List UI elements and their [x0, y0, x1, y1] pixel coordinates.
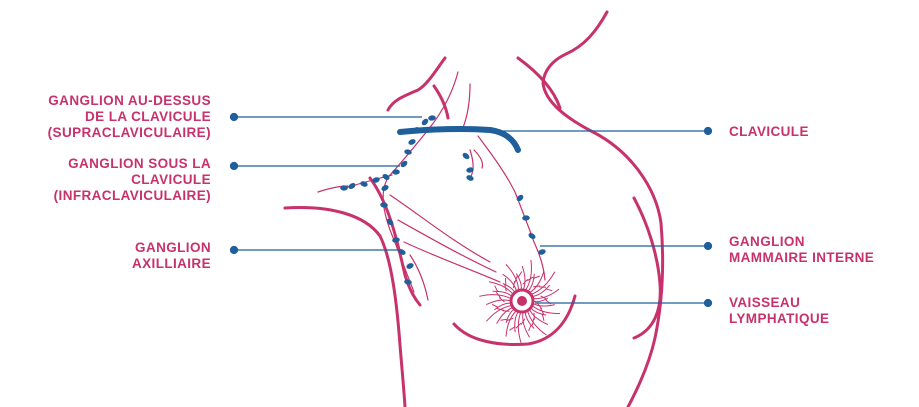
vessel-internal-mammary	[478, 136, 545, 280]
lymph-node	[461, 152, 470, 161]
label-line: (INFRACLAVICULAIRE)	[54, 188, 211, 204]
vessel-axillary-chain	[383, 72, 458, 292]
leader-dot-axillary	[231, 247, 238, 254]
label-line: VAISSEAU	[729, 295, 829, 311]
body-outline	[285, 12, 663, 407]
radiating-vessel	[533, 303, 555, 306]
vessel-branch-b	[474, 150, 483, 168]
label-line: AXILLIAIRE	[132, 256, 211, 272]
lymph-node	[465, 174, 474, 182]
leader-dot-internal-mammary	[705, 243, 712, 250]
neck-line	[543, 12, 663, 407]
label-line: DE LA CLAVICULE	[48, 109, 211, 125]
lymph-node	[404, 149, 413, 156]
label-supraclavicular-node: GANGLION AU-DESSUS DE LA CLAVICULE (SUPR…	[48, 93, 211, 141]
shoulder-arm-line	[285, 207, 405, 407]
vessel-supraclavicular	[462, 84, 470, 130]
radiating-vessel	[479, 295, 511, 299]
vessel-to-axilla-3	[404, 242, 500, 282]
leader-dot-infraclavicular	[231, 163, 238, 170]
lymph-node	[381, 173, 390, 182]
upper-arm-curve	[388, 58, 445, 110]
body-contour	[518, 58, 560, 108]
lymph-node	[527, 232, 536, 241]
lymph-node	[405, 262, 414, 270]
lymph-node	[392, 169, 400, 175]
label-line: GANGLION	[132, 240, 211, 256]
label-line: MAMMAIRE INTERNE	[729, 250, 874, 266]
leader-dot-supraclavicular	[231, 114, 238, 121]
lymph-node	[522, 215, 530, 221]
breast-outline-right	[634, 198, 660, 338]
radiating-vessel	[525, 260, 531, 291]
label-internal-mammary-node: GANGLION MAMMAIRE INTERNE	[729, 234, 874, 266]
leader-dot-clavicle	[705, 128, 712, 135]
nipple	[511, 290, 533, 312]
label-line: GANGLION SOUS LA	[54, 156, 211, 172]
radiating-vessel	[522, 266, 525, 290]
label-line: GANGLION	[729, 234, 874, 250]
lymph-node	[347, 182, 356, 191]
radiating-vessel	[489, 282, 513, 295]
label-infraclavicular-node: GANGLION SOUS LA CLAVICULE (INFRACLAVICU…	[54, 156, 211, 204]
label-axillary-node: GANGLION AXILLIAIRE	[132, 240, 211, 272]
lymph-node	[399, 160, 408, 169]
label-line: LYMPHATIQUE	[729, 311, 829, 327]
label-lymphatic-vessel: VAISSEAU LYMPHATIQUE	[729, 295, 829, 327]
radiating-vessel-branch	[492, 304, 498, 307]
radiating-vessel	[518, 312, 521, 345]
label-line: CLAVICULE	[729, 124, 809, 140]
label-clavicle: CLAVICULE	[729, 124, 809, 140]
nipple-center	[517, 296, 527, 306]
lymph-node	[420, 117, 429, 126]
vessel-branch-a	[470, 150, 473, 178]
leader-dot-lymphatic-vessel	[705, 300, 712, 307]
radiating-vessel	[533, 289, 559, 299]
radiating-vessel	[486, 300, 511, 305]
label-line: (SUPRACLAVICULAIRE)	[48, 125, 211, 141]
label-line: GANGLION AU-DESSUS	[48, 93, 211, 109]
radiating-vessel-branch	[518, 272, 522, 278]
label-line: CLAVICULE	[54, 172, 211, 188]
